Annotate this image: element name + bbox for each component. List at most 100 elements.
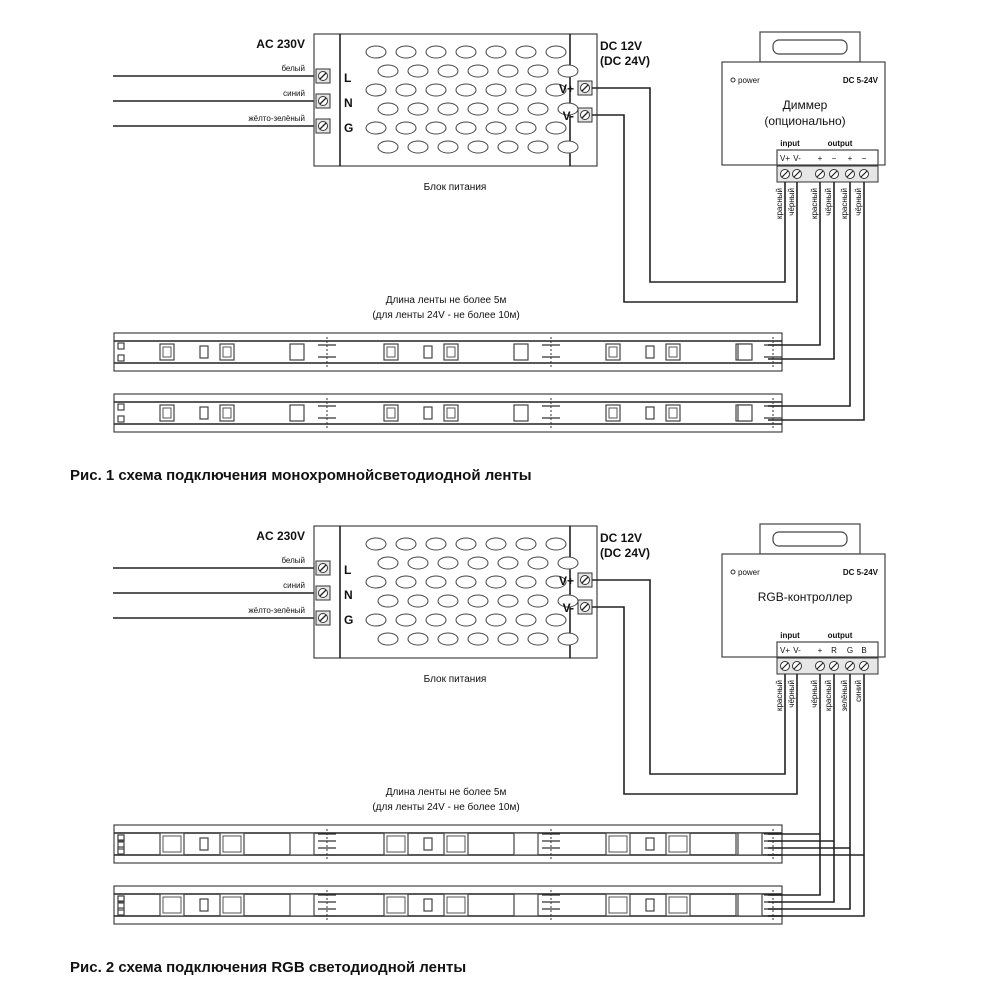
vent-hole xyxy=(407,140,429,154)
controller-terminal-label: V- xyxy=(793,154,801,163)
led-chip xyxy=(605,893,631,917)
controller-body xyxy=(721,553,886,658)
controller-output-label: output xyxy=(828,631,853,640)
controller-terminal-label: + xyxy=(818,154,823,163)
vent-hole xyxy=(437,632,459,646)
vent-hole xyxy=(515,613,537,627)
controller-terminal-label: + xyxy=(848,154,853,163)
vent-hole xyxy=(455,537,477,551)
vent-hole xyxy=(527,556,549,570)
input-wire-label: жёлто-зелёный xyxy=(248,606,305,615)
power-supply-label: Блок питания xyxy=(424,674,487,685)
led-chip xyxy=(383,893,409,917)
screw-terminal xyxy=(315,585,331,601)
dc-voltage-label: DC 12V xyxy=(600,531,642,545)
led-chip xyxy=(737,343,753,361)
vent-hole xyxy=(395,83,417,97)
strip-length-note: (для ленты 24V - не более 10м) xyxy=(372,801,519,813)
vent-hole xyxy=(425,45,447,59)
resistor xyxy=(199,837,209,851)
strip-output-wire xyxy=(768,182,865,421)
vent-hole xyxy=(395,537,417,551)
vent-hole xyxy=(527,140,549,154)
vent-hole xyxy=(557,140,579,154)
output-terminal-label: V+ xyxy=(559,82,574,96)
power-led-icon xyxy=(730,77,736,83)
power-label: power xyxy=(738,76,760,85)
led-chip xyxy=(289,893,315,917)
vent-holes xyxy=(365,45,579,154)
led-chip xyxy=(737,404,753,422)
controller-wire-label: красный xyxy=(810,188,819,219)
strip-output-wire xyxy=(768,674,851,910)
vent-hole xyxy=(527,594,549,608)
input-wire-label: белый xyxy=(281,64,305,73)
resistor xyxy=(199,345,209,359)
led-chip xyxy=(513,832,539,856)
controller-wire-label: чёрный xyxy=(787,680,796,708)
strip-end-pad xyxy=(117,895,125,902)
strip-end-pad xyxy=(117,403,125,411)
controller-voltage-label: DC 5-24V xyxy=(843,568,879,577)
led-chip xyxy=(159,832,185,856)
controller-wire-label: зелёный xyxy=(840,680,849,712)
wire-v-plus xyxy=(592,579,786,775)
vent-hole xyxy=(497,140,519,154)
strip-end-pad xyxy=(117,354,125,362)
resistor xyxy=(423,837,433,851)
vent-hole xyxy=(365,83,387,97)
led-chip xyxy=(289,832,315,856)
vent-hole xyxy=(455,45,477,59)
strip-end-pad xyxy=(117,841,125,848)
resistor xyxy=(645,837,655,851)
resistor xyxy=(423,345,433,359)
output-terminal-label: V+ xyxy=(559,574,574,588)
vent-hole xyxy=(437,594,459,608)
screw-terminal xyxy=(315,610,331,626)
controller-wire-label: синий xyxy=(854,680,863,702)
ac-voltage-label: AC 230V xyxy=(256,37,305,51)
strip-output-wire xyxy=(768,182,835,360)
input-wire-label: жёлто-зелёный xyxy=(248,114,305,123)
controller-wire-label: чёрный xyxy=(854,188,863,216)
led-chip xyxy=(443,404,459,422)
controller-wire-label: красный xyxy=(824,680,833,711)
vent-hole xyxy=(377,594,399,608)
vent-hole xyxy=(467,594,489,608)
vent-hole xyxy=(467,64,489,78)
vent-hole xyxy=(485,83,507,97)
vent-hole xyxy=(437,64,459,78)
controller-terminal-label: V- xyxy=(793,646,801,655)
vent-hole xyxy=(467,556,489,570)
vent-hole xyxy=(407,632,429,646)
vent-hole xyxy=(545,83,567,97)
controller-input-label: input xyxy=(780,139,800,148)
vent-hole xyxy=(395,613,417,627)
vent-hole xyxy=(515,121,537,135)
resistor xyxy=(199,406,209,420)
led-chip xyxy=(737,832,763,856)
vent-hole xyxy=(497,632,519,646)
controller-name-note: (опционально) xyxy=(764,114,845,128)
controller-name: Диммер xyxy=(783,98,828,112)
terminal-label-n: N xyxy=(344,96,353,110)
led-chip xyxy=(219,343,235,361)
vent-hole xyxy=(527,632,549,646)
vent-hole xyxy=(455,613,477,627)
controller-body xyxy=(721,61,886,166)
vent-hole xyxy=(377,140,399,154)
led-chip xyxy=(605,404,621,422)
vent-hole xyxy=(545,575,567,589)
controller-terminal-label: − xyxy=(862,154,867,163)
led-chip xyxy=(605,343,621,361)
vent-hole xyxy=(557,556,579,570)
strip-length-label: Длина ленты не более 5м xyxy=(386,294,507,306)
controller-wire-label: чёрный xyxy=(787,188,796,216)
vent-hole xyxy=(425,575,447,589)
led-chip xyxy=(383,832,409,856)
led-chip xyxy=(665,893,691,917)
terminal-label-l: L xyxy=(344,563,351,577)
mount-slot xyxy=(772,39,848,55)
controller-name: RGB-контроллер xyxy=(758,590,853,604)
